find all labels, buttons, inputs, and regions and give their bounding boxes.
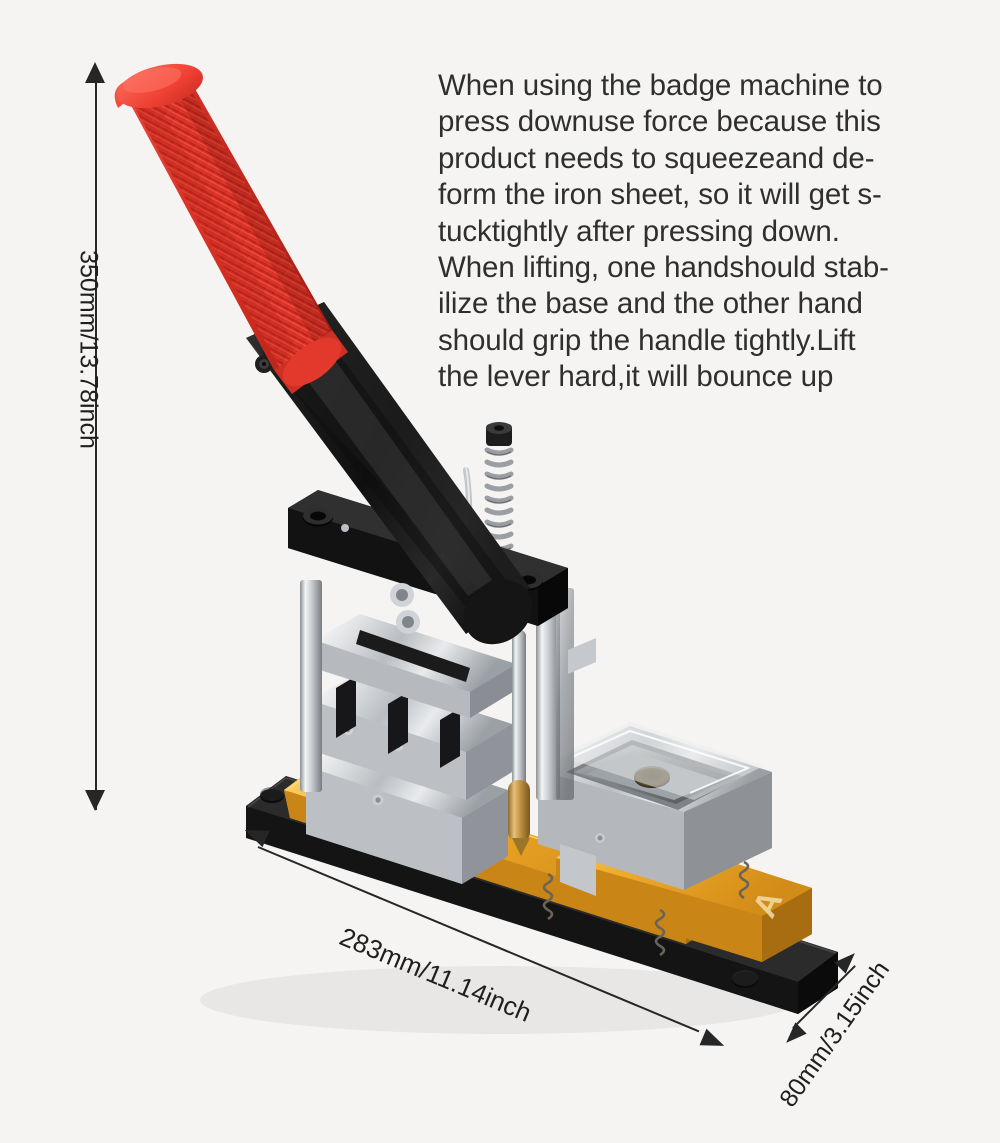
chrome-columns [300, 580, 574, 800]
height-dimension-label: 350mm/13.78inch [74, 250, 103, 449]
push-rod [508, 630, 530, 856]
square-die-right [538, 722, 772, 896]
usage-instructions-text: When using the badge machine to press do… [438, 69, 889, 394]
ground-shadow [200, 966, 800, 1034]
red-handle[interactable] [110, 56, 350, 396]
height-arrow-up-icon [85, 62, 105, 83]
height-arrow-down-icon [85, 790, 105, 811]
height-dimension-line [95, 80, 98, 810]
left-die-block [306, 614, 516, 884]
brass-pin [508, 780, 530, 842]
